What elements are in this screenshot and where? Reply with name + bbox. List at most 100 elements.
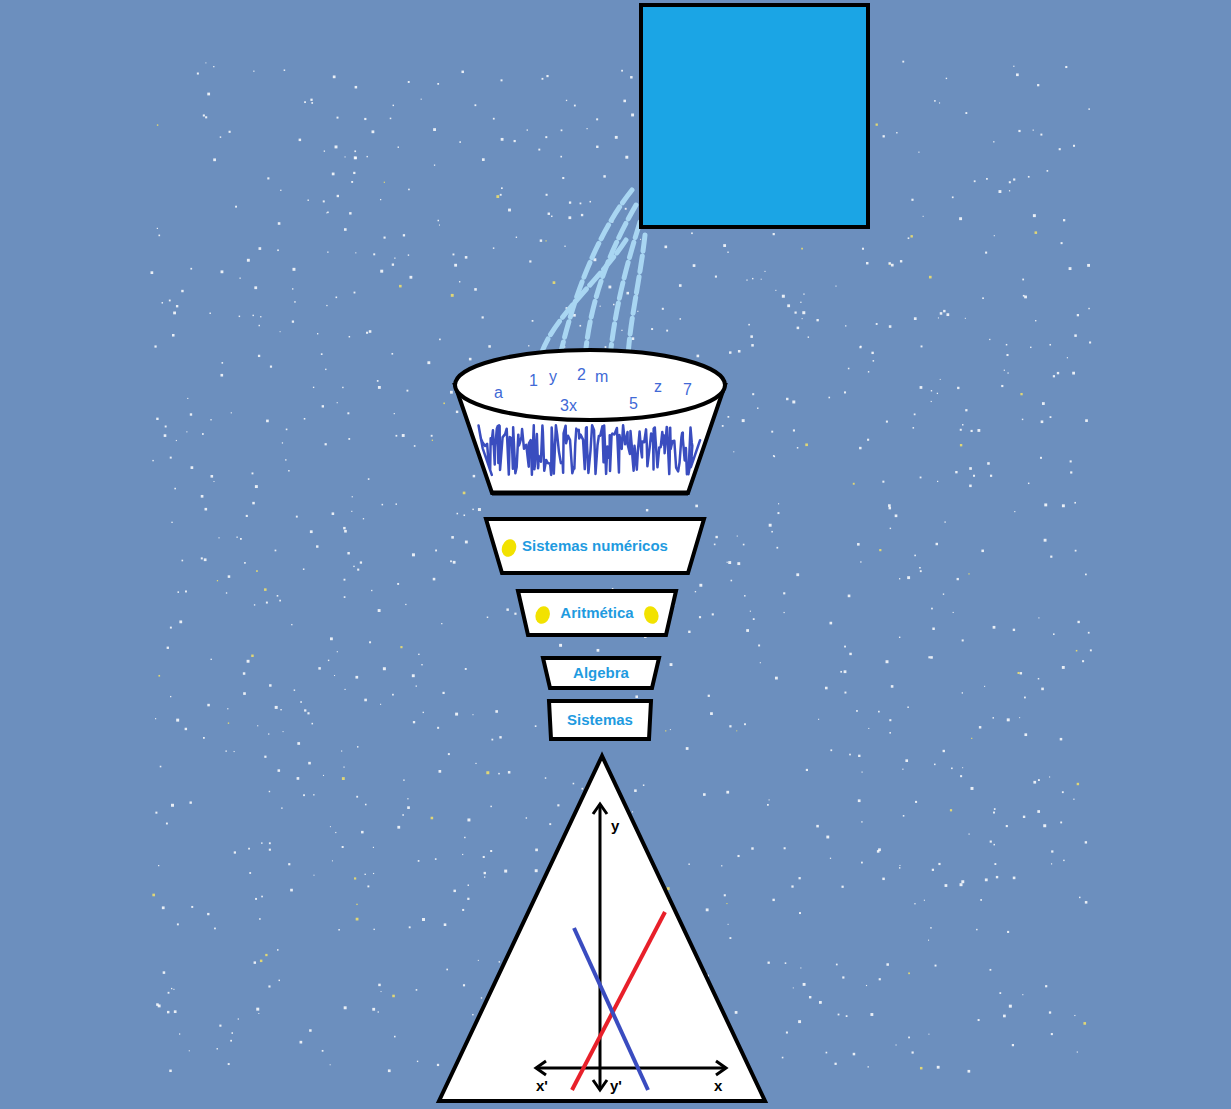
speckle	[365, 804, 367, 806]
speckle	[261, 896, 263, 898]
speckle	[982, 297, 984, 299]
speckle	[279, 600, 281, 602]
speckle	[158, 235, 160, 237]
y-axis	[599, 804, 602, 1090]
speckle	[844, 670, 847, 673]
speckle	[695, 505, 698, 508]
speckle	[1074, 502, 1076, 504]
speckle	[905, 759, 908, 762]
speckle	[969, 485, 972, 488]
speckle	[282, 442, 283, 443]
speckle	[189, 1050, 190, 1051]
speckle	[646, 509, 648, 511]
speckle	[284, 69, 286, 71]
speckle	[561, 129, 563, 131]
speckle	[275, 706, 278, 709]
speckle	[220, 374, 223, 377]
speckle	[170, 457, 172, 459]
speckle	[708, 695, 710, 697]
speckle	[1059, 148, 1061, 150]
speckle	[946, 78, 947, 79]
speckle	[805, 443, 808, 446]
speckle	[402, 814, 404, 816]
speckle	[849, 754, 851, 756]
speckle	[1050, 416, 1052, 418]
speckle	[1004, 370, 1005, 371]
speckle	[868, 371, 869, 372]
speckle	[158, 675, 160, 677]
highlight-blob	[533, 604, 552, 626]
speckle	[934, 764, 936, 766]
speckle	[857, 543, 860, 546]
speckle	[643, 784, 644, 785]
arrowhead	[716, 1061, 726, 1075]
speckle	[213, 481, 214, 482]
speckle	[957, 578, 959, 580]
speckle	[443, 403, 445, 405]
speckle	[373, 253, 375, 255]
speckle	[545, 240, 546, 241]
speckle	[797, 327, 800, 330]
speckle	[1051, 863, 1052, 864]
speckle	[296, 516, 298, 518]
speckle	[798, 1020, 801, 1023]
speckle	[378, 1011, 379, 1012]
speckle	[971, 430, 973, 432]
speckle	[957, 387, 959, 389]
speckle	[277, 249, 279, 251]
speckle	[454, 264, 457, 267]
speckle	[354, 150, 356, 152]
band-label: Algebra	[573, 665, 629, 682]
speckle	[266, 602, 268, 604]
speckle	[838, 1014, 840, 1016]
speckle	[934, 100, 936, 102]
speckle	[330, 826, 331, 827]
speckle	[1006, 344, 1008, 346]
speckle	[421, 664, 422, 665]
speckle	[695, 591, 696, 592]
speckle	[269, 849, 271, 851]
speckle	[886, 421, 888, 423]
speckle	[930, 656, 933, 659]
speckle	[351, 511, 352, 512]
speckle	[993, 812, 995, 814]
speckle	[557, 804, 559, 806]
speckle	[856, 710, 858, 712]
speckle	[973, 475, 975, 477]
speckle	[243, 672, 245, 674]
speckle	[560, 156, 562, 158]
speckle	[264, 588, 267, 591]
speckle	[994, 808, 996, 810]
speckle	[167, 647, 169, 649]
speckle	[727, 252, 728, 253]
speckle	[229, 131, 231, 133]
speckle	[914, 413, 916, 415]
speckle	[1040, 457, 1042, 459]
speckle	[826, 836, 829, 839]
water-streams	[540, 190, 645, 358]
speckle	[1003, 1015, 1006, 1018]
speckle	[908, 1037, 910, 1039]
speckle	[528, 345, 529, 346]
symbol-label: y	[549, 368, 557, 386]
speckle	[978, 1019, 980, 1021]
speckle	[985, 252, 987, 254]
speckle	[545, 136, 547, 138]
speckle	[467, 898, 469, 900]
speckle	[962, 424, 963, 425]
speckle	[220, 136, 221, 137]
speckle	[353, 172, 355, 174]
speckle	[1087, 264, 1090, 267]
speckle	[163, 971, 166, 974]
speckle	[615, 136, 618, 139]
speckle	[699, 616, 701, 618]
speckle	[388, 1069, 391, 1072]
speckle	[456, 411, 458, 413]
speckle	[826, 1052, 828, 1054]
speckle	[968, 833, 969, 834]
speckle	[1013, 629, 1015, 631]
speckle	[450, 560, 452, 562]
speckle	[977, 429, 980, 432]
speckle	[326, 305, 327, 306]
